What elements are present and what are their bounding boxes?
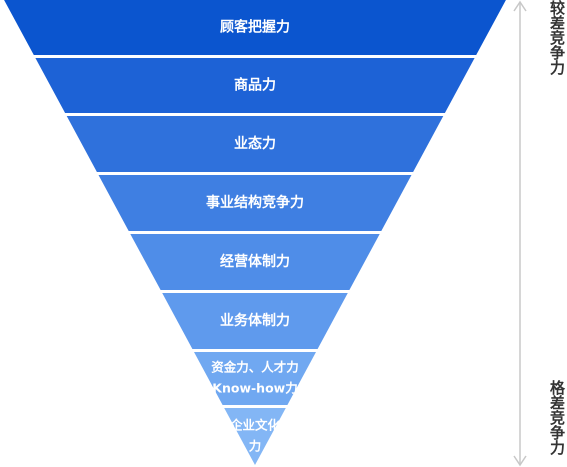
pyramid-layer-1-label: 顾客把握力: [220, 19, 290, 36]
pyramid-layer-4: [98, 175, 412, 231]
pyramid-layer-6-label: 业务体制力: [220, 312, 290, 329]
pyramid-layer-8: [224, 408, 286, 465]
side-label-bottom: 格差竞争力: [548, 380, 566, 455]
arrow-head-down-icon: [513, 455, 527, 467]
pyramid-layer-5-label: 经营体制力: [220, 253, 290, 270]
arrow-head-up-icon: [513, 0, 527, 12]
pyramid-layer-8-label-line-2: 力: [249, 439, 262, 454]
pyramid-layer-7-label-line-1: 资金力、人才力: [211, 360, 299, 375]
pyramid-layer-6: [162, 293, 348, 349]
pyramid-layer-5: [130, 234, 380, 290]
pyramid-layer-2-label: 商品力: [234, 77, 276, 94]
pyramid-layer-3: [66, 116, 444, 172]
pyramid-layer-8-label-line-1: 企业文化: [229, 418, 281, 433]
competitiveness-arrow: [513, 0, 527, 467]
pyramid-layer-1: [4, 0, 506, 55]
pyramid-layer-2: [35, 58, 475, 113]
pyramid-layer-7: [194, 352, 316, 405]
pyramid-layer-7-label-line-2: Know-how力: [212, 381, 297, 396]
pyramid-layer-4-label: 事业结构竞争力: [206, 194, 304, 211]
side-label-top: 较差竞争力: [548, 0, 566, 75]
pyramid-layer-3-label: 业态力: [234, 135, 276, 152]
